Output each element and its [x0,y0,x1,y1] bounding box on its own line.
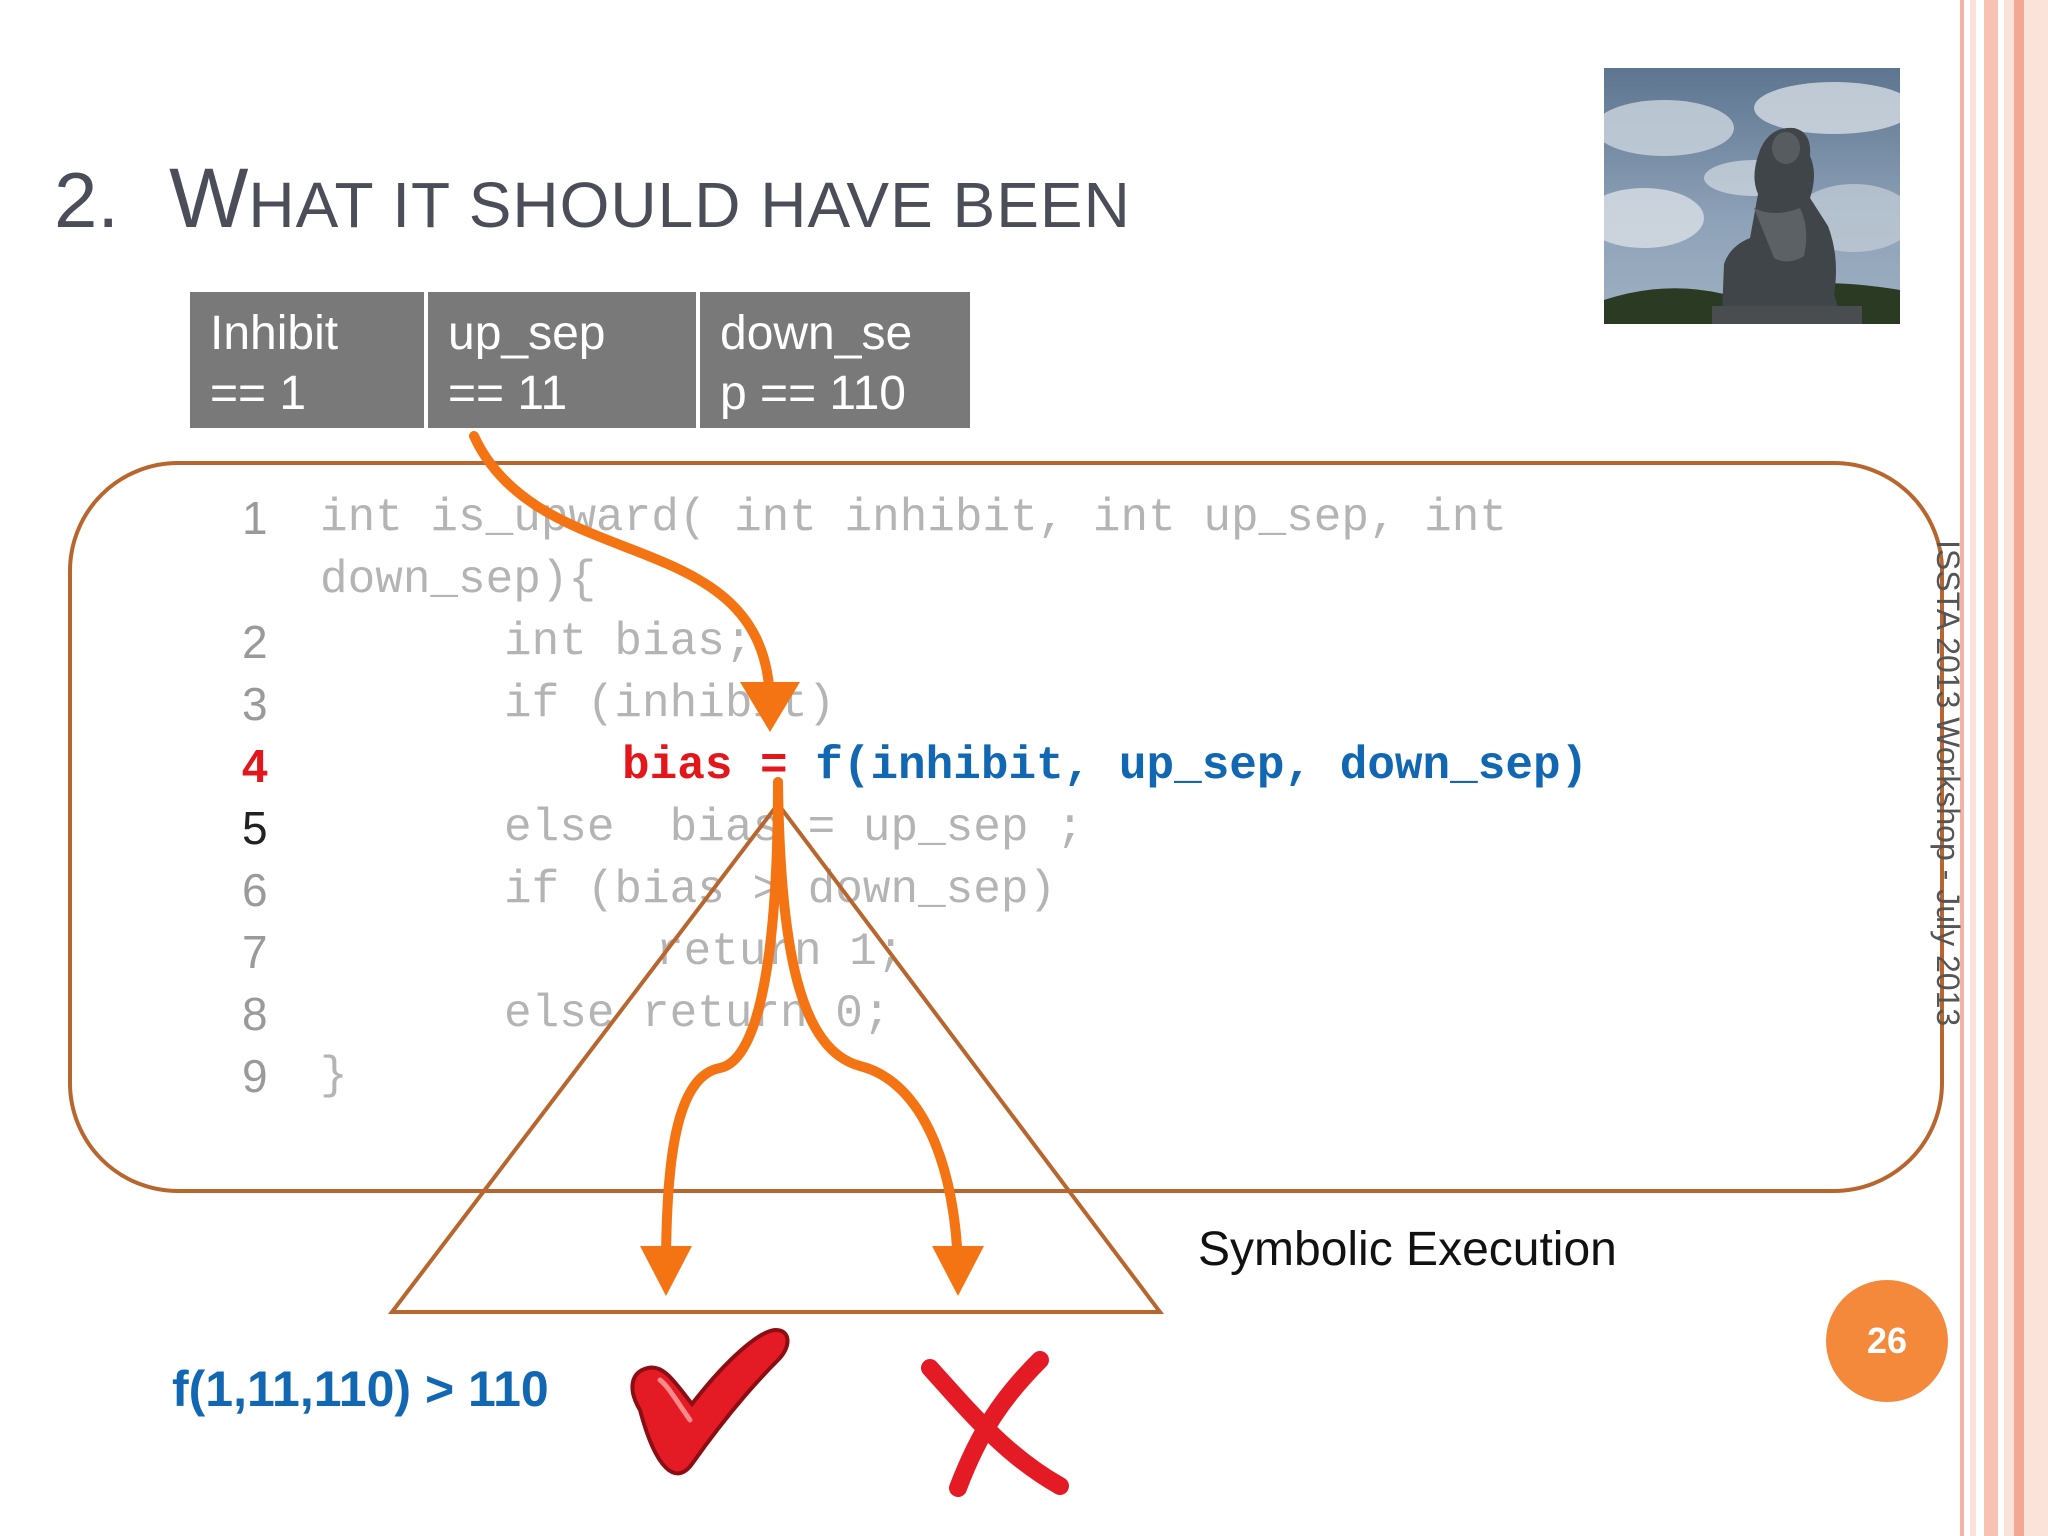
input-cell-down-sep: down_se p == 110 [700,292,970,428]
vertical-footer: ISSTA 2013 Workshop - July 2013 [1918,540,1978,1060]
line-number: 8 [242,988,268,1040]
code-line: if (inhibit) [504,678,836,730]
title-initial: W [169,151,249,245]
page-number-badge: 26 [1826,1280,1948,1402]
input-cell-down-sep-line1: down_se [720,307,913,360]
line-number: 1 [242,492,268,544]
line-number: 2 [242,616,268,668]
line-number: 7 [242,926,268,978]
code-line: else return 0; [504,988,891,1040]
code-line: int is_upward( int inhibit, int up_sep, … [320,492,1507,544]
input-cell-up-sep: up_sep == 11 [428,292,696,428]
code-line: int bias; [504,616,753,668]
result-formula: f(1,11,110) > 110 [172,1361,549,1417]
symbolic-execution-label: Symbolic Execution [1198,1223,1617,1276]
line-number: 3 [242,678,268,730]
branch-arrowhead-right [932,1246,984,1296]
line-number-highlighted: 4 [242,740,268,792]
branch-arrowhead-left [640,1246,692,1296]
thinker-photo [1604,68,1900,324]
line-number: 5 [242,802,268,854]
decor-stripe-2 [1970,0,1976,1536]
line-number: 9 [242,1050,268,1102]
input-cell-inhibit-line2: == 1 [210,367,307,420]
input-cell-up-sep-line1: up_sep [448,307,606,360]
check-mark-icon [630,1327,790,1476]
line-number: 6 [242,864,268,916]
input-cell-inhibit: Inhibit == 1 [190,292,424,428]
code-line: down_sep){ [320,554,597,606]
code-line: return 1; [656,926,905,978]
vertical-footer-text: ISSTA 2013 Workshop - July 2013 [1930,540,1966,1027]
decor-stripe-4 [2004,0,2048,1536]
input-cell-up-sep-line2: == 11 [448,367,568,420]
input-cell-inhibit-line1: Inhibit [210,307,339,360]
decor-stripe-3 [1984,0,1998,1536]
decor-stripe-1 [1960,0,1964,1536]
code-line-highlighted: bias = f(inhibit, up_sep, down_sep) [622,738,1588,794]
cross-mark-icon [921,1351,1069,1497]
title-number: 2. [54,156,120,244]
code-line: if (bias > down_sep) [504,864,1057,916]
code-assign: bias = [622,740,816,792]
decor-stripe-5 [2014,0,2024,1536]
code-line: else bias = up_sep ; [504,802,1084,854]
title-rest: HAT IT SHOULD HAVE BEEN [248,169,1131,241]
code-function-call: f(inhibit, up_sep, down_sep) [815,740,1589,792]
code-line: } [320,1050,348,1102]
input-cell-down-sep-line2: p == 110 [720,367,906,420]
slide-title: 2. WHAT IT SHOULD HAVE BEEN [54,150,1131,247]
